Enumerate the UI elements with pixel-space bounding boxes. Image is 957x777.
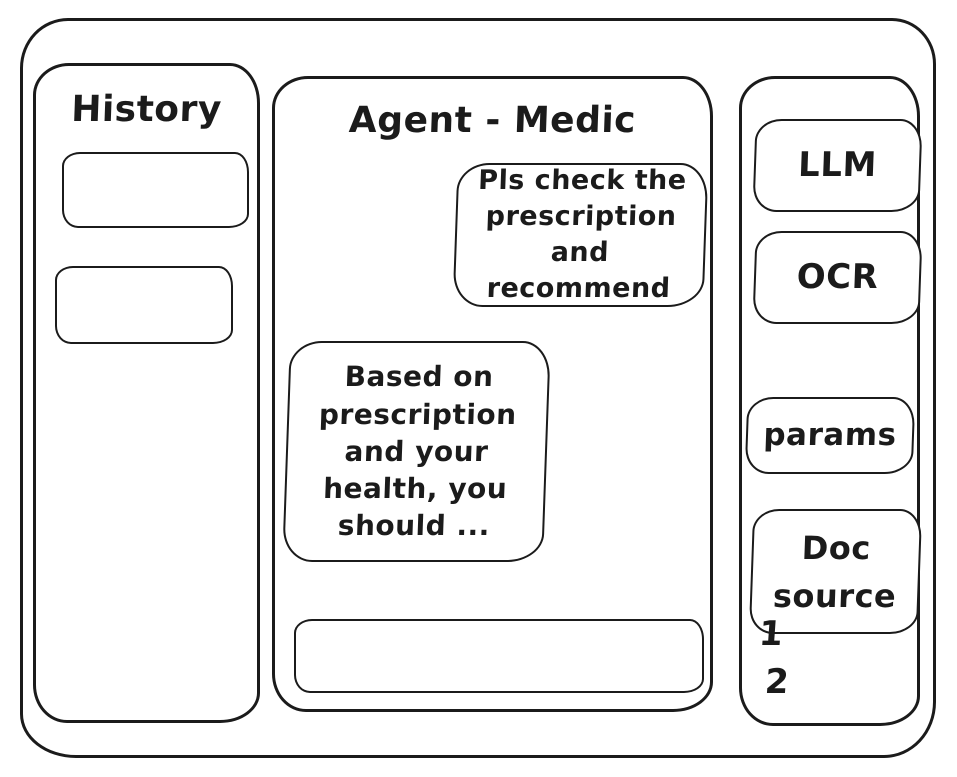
doc-source-item-1[interactable]: 1 [757,614,785,654]
doc-source-item-2[interactable]: 2 [763,662,791,702]
chat-message-user-text: Pls check the prescription and recommend [477,165,688,304]
history-item[interactable] [62,152,249,228]
tools-panel: LLM OCR params Doc source 1 2 [739,76,923,726]
chat-panel-title: Agent - Medic [348,100,637,141]
doc-source-button-label: Doc source [772,528,897,615]
history-panel-title: History [70,89,223,130]
history-item[interactable] [55,266,233,344]
params-button[interactable]: params [744,397,916,474]
ocr-button-label: OCR [796,256,879,297]
ocr-button[interactable]: OCR [752,231,923,324]
chat-input[interactable] [294,619,704,693]
chat-message-assistant-text: Based on prescription and your health, y… [318,360,518,543]
llm-button[interactable]: LLM [752,119,923,212]
chat-message-assistant: Based on prescription and your health, y… [282,341,551,562]
chat-message-user: Pls check the prescription and recommend [452,163,709,307]
llm-button-label: LLM [797,144,878,185]
history-panel: History [33,63,260,723]
chat-panel: Agent - Medic Pls check the prescription… [272,76,713,712]
params-button-label: params [762,416,898,453]
